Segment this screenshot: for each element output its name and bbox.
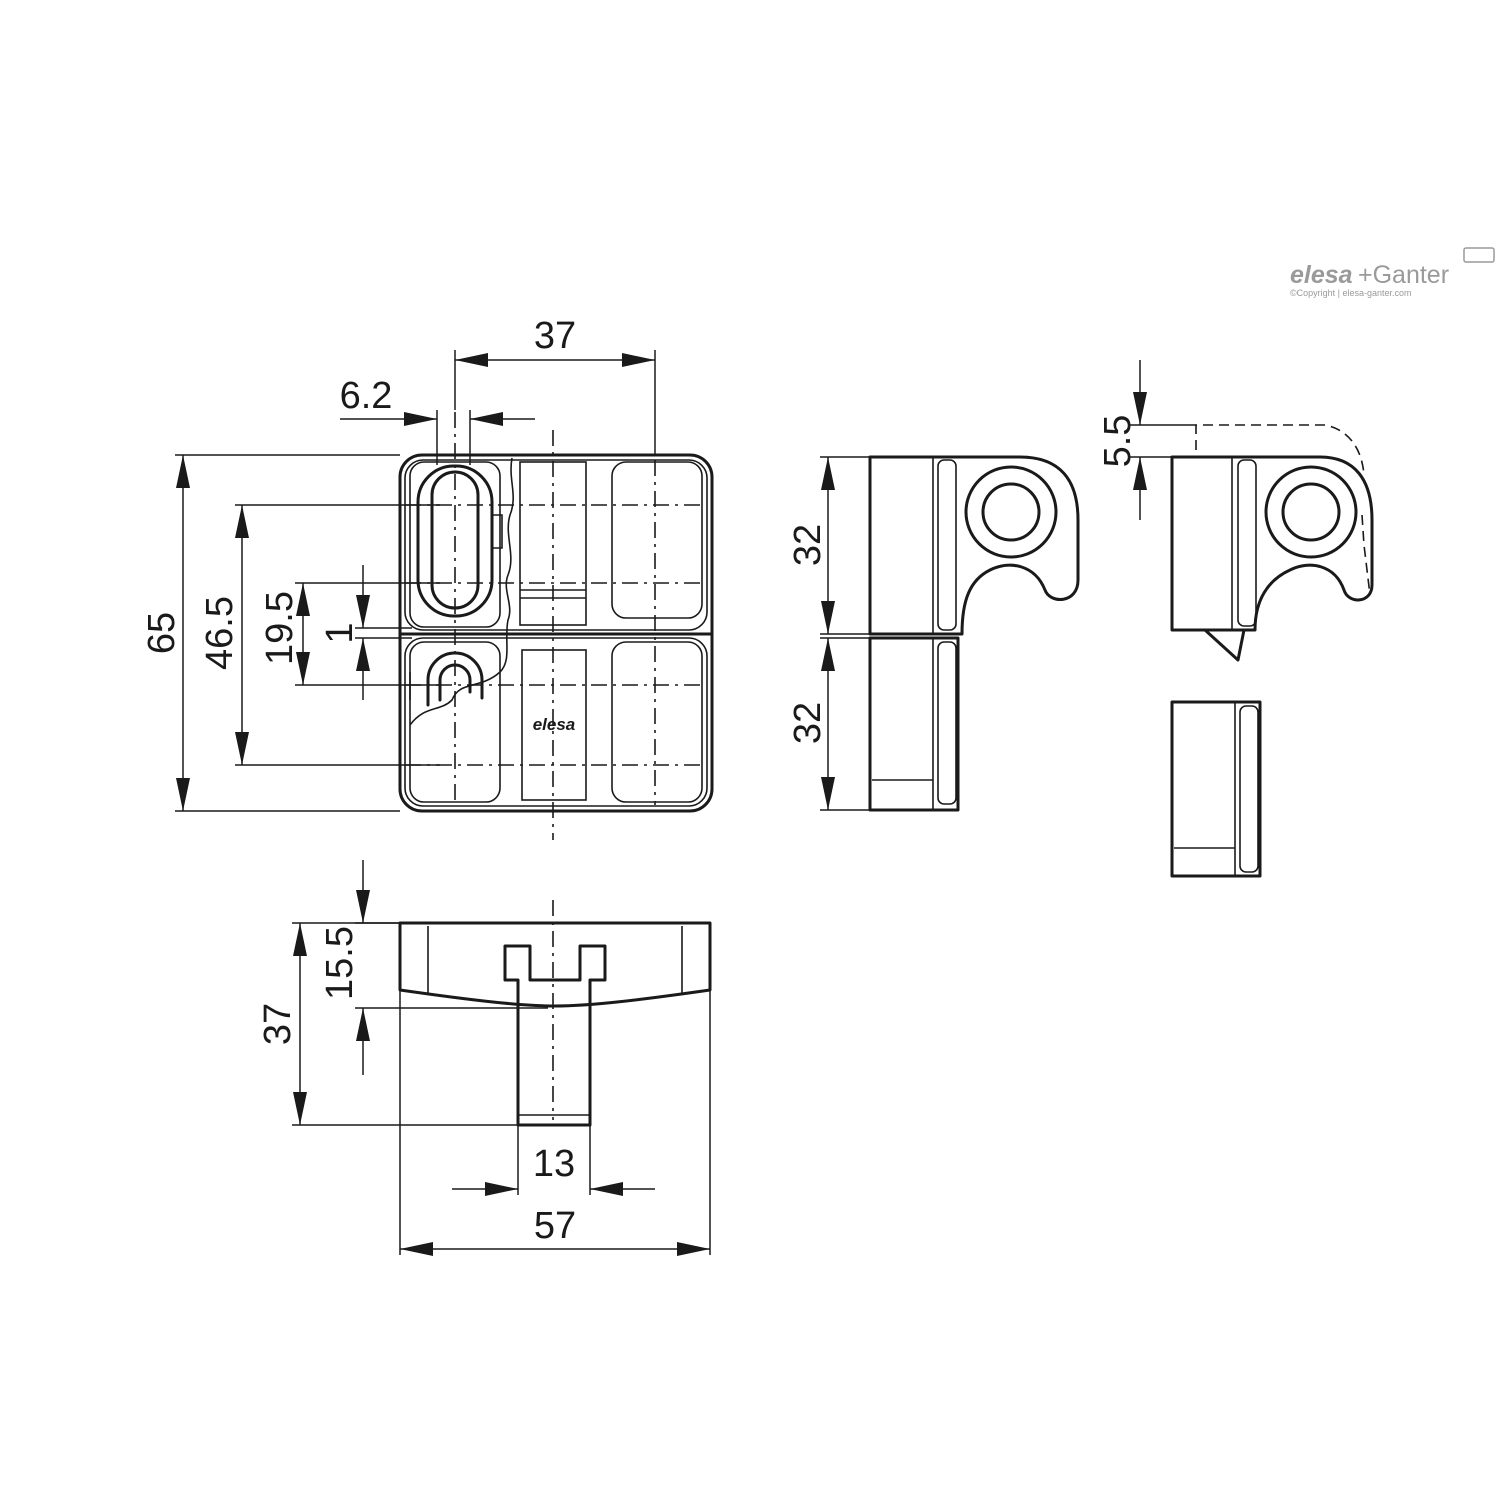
lift-ghost-outline (1195, 424, 1365, 476)
dim-46-5: 46.5 (199, 596, 241, 670)
side-lower-leaf (868, 636, 960, 812)
dimension-lines (175, 350, 1196, 1256)
dim-6-2: 6.2 (340, 375, 393, 417)
lower-center-knuckle (521, 649, 587, 801)
dim-57: 57 (534, 1205, 576, 1247)
dim-32-upper: 32 (787, 524, 829, 566)
side-upper-leaf (868, 455, 1080, 636)
lower-leaf-inner (404, 637, 708, 807)
front-view: elesa (398, 412, 714, 840)
logo-eg-icon (1463, 247, 1495, 263)
lift-view (1170, 424, 1374, 878)
lift-lower-leaf (1170, 700, 1262, 878)
dim-1: 1 (319, 622, 361, 643)
dim-5-5: 5.5 (1097, 415, 1139, 468)
dim-15-5: 15.5 (319, 926, 361, 1000)
lift-cam (1203, 628, 1246, 662)
hinge-pin-section (503, 944, 607, 1127)
dim-37-top: 37 (534, 315, 576, 357)
upper-leaf-inner (404, 459, 708, 631)
pin-hole (981, 482, 1041, 542)
upper-left-pocket (409, 461, 501, 628)
lower-right-pocket (611, 641, 703, 803)
upper-right-pocket (611, 461, 703, 619)
part-marking: elesa (533, 715, 576, 734)
bottom-body (398, 921, 712, 1008)
side-view (868, 455, 1080, 812)
brand-logo: elesa +Ganter ©Copyright | elesa-ganter.… (1290, 247, 1495, 298)
dim-37-depth: 37 (257, 1003, 299, 1045)
lift-upper-leaf (1170, 455, 1374, 632)
logo-copyright: ©Copyright | elesa-ganter.com (1290, 288, 1412, 298)
dim-65: 65 (141, 612, 183, 654)
pin-knuckle-outer (964, 465, 1058, 559)
dim-32-lower: 32 (787, 702, 829, 744)
dim-19-5: 19.5 (259, 591, 301, 665)
dimension-labels: 37 6.2 65 46.5 19.5 1 32 32 5.5 15.5 37 … (141, 315, 1139, 1247)
logo-ganter: +Ganter (1358, 261, 1449, 289)
logo-elesa: elesa (1290, 261, 1353, 289)
bottom-view (398, 900, 712, 1127)
dim-13: 13 (533, 1143, 575, 1185)
break-line (409, 457, 514, 726)
